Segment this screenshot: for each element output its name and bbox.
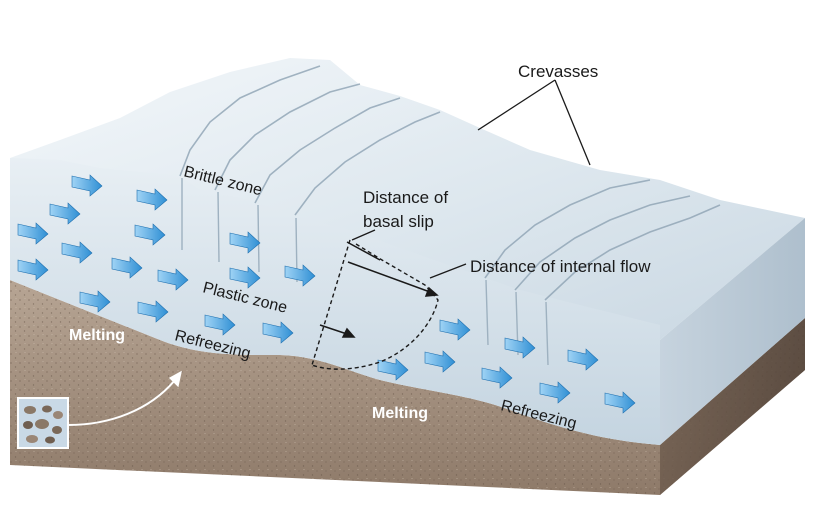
flow-arrow xyxy=(61,241,93,264)
inset-pointer xyxy=(67,379,176,426)
flow-arrow xyxy=(49,202,81,225)
leader-lines xyxy=(67,79,591,426)
flow-arrows xyxy=(17,174,636,414)
label-melting-center: Melting xyxy=(372,405,428,422)
flow-arrow xyxy=(136,188,168,211)
flow-arrow xyxy=(377,358,409,381)
flow-arrow xyxy=(71,174,103,197)
flow-arrow xyxy=(17,222,49,245)
label-distance-internal-flow: Distance of internal flow xyxy=(470,257,651,276)
inset-pointer-head xyxy=(168,370,182,388)
flow-profile xyxy=(311,239,439,370)
sediment-inset-icon xyxy=(17,397,69,449)
front-crevasse-cracks xyxy=(181,178,549,366)
flow-arrow xyxy=(229,266,261,289)
flow-arrow xyxy=(439,318,471,341)
ice-top-surface xyxy=(10,58,805,340)
bedrock xyxy=(10,280,805,495)
flow-arrow xyxy=(111,256,143,279)
label-distance-basal-slip-2: basal slip xyxy=(363,212,434,231)
crevasse-lines xyxy=(179,65,721,301)
flow-arrow xyxy=(229,231,261,254)
flow-arrow xyxy=(604,391,636,414)
internal-flow-curve xyxy=(311,243,439,370)
flow-arrow xyxy=(262,321,294,344)
label-distance-basal-slip-1: Distance of xyxy=(363,188,448,207)
flow-arrow xyxy=(481,366,513,389)
label-melting-left: Melting xyxy=(69,327,125,344)
flow-arrow xyxy=(567,348,599,371)
internal-flow-leader xyxy=(429,263,467,279)
basal-slip-leader xyxy=(351,229,376,241)
flow-arrow xyxy=(17,258,49,281)
flow-arrow xyxy=(284,264,316,287)
flow-arrow xyxy=(424,350,456,373)
flow-arrow xyxy=(204,313,236,336)
flow-arrow xyxy=(504,336,536,359)
basal-slip-boundary xyxy=(311,239,351,366)
crevasses-leader xyxy=(477,79,556,131)
distance-arrows xyxy=(319,241,439,338)
flow-arrow xyxy=(157,268,189,291)
flow-arrow xyxy=(134,223,166,246)
label-crevasses: Crevasses xyxy=(518,62,598,81)
flow-arrow xyxy=(137,300,169,323)
flow-arrow xyxy=(79,290,111,313)
flow-arrow xyxy=(539,381,571,404)
crevasses-leader xyxy=(554,79,591,166)
ice-right-side xyxy=(660,218,805,445)
